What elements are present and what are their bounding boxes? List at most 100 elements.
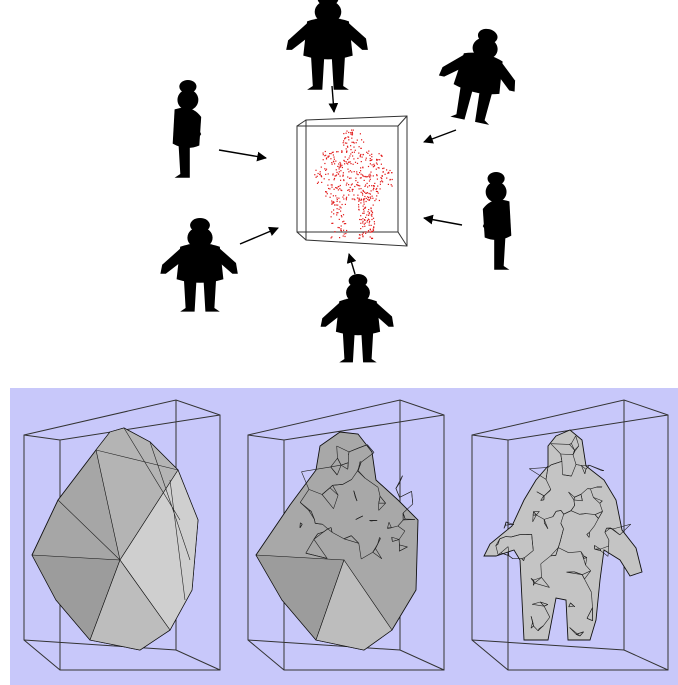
- mesh-edge: [559, 528, 564, 542]
- mesh-edge: [530, 616, 533, 622]
- cloud-point: [386, 177, 388, 179]
- cloud-point: [342, 174, 344, 176]
- cloud-point: [380, 177, 382, 179]
- mesh-edge: [348, 451, 350, 455]
- mesh-edge: [333, 495, 339, 509]
- cloud-point: [359, 172, 361, 174]
- cloud-point: [348, 194, 350, 196]
- mesh-edge: [387, 522, 390, 528]
- cloud-point: [373, 187, 375, 190]
- cloud-point: [342, 172, 344, 174]
- cloud-point: [327, 173, 329, 175]
- mesh-edge: [377, 537, 380, 545]
- cloud-point: [362, 189, 364, 191]
- cloud-point: [380, 154, 382, 156]
- mesh-edge: [348, 447, 359, 453]
- cloud-point: [367, 230, 370, 232]
- cloud-point: [330, 184, 332, 186]
- mesh-edge: [560, 453, 563, 462]
- arrow-bottom-left: [239, 226, 279, 245]
- cloud-point: [369, 220, 371, 222]
- cloud-point: [340, 207, 342, 209]
- mesh-edge: [533, 625, 539, 632]
- mesh-edge: [581, 574, 585, 580]
- cloud-point: [346, 229, 348, 232]
- center-box: [296, 115, 408, 247]
- mesh-edge: [529, 468, 547, 480]
- cloud-point: [325, 195, 327, 197]
- cloud-point: [333, 156, 335, 158]
- cloud-point: [368, 180, 371, 182]
- mesh-edge: [569, 444, 575, 451]
- cloud-point: [376, 191, 379, 193]
- cloud-point: [335, 187, 337, 189]
- mesh-edge: [619, 523, 632, 536]
- mesh-edge: [584, 469, 587, 474]
- mesh-edge: [353, 491, 356, 498]
- mesh-edge: [610, 527, 613, 530]
- cloud-point: [340, 189, 342, 191]
- mesh-edge: [322, 524, 328, 530]
- mesh-edge: [569, 627, 581, 637]
- cloud-point: [345, 184, 347, 186]
- mesh-edge: [586, 534, 590, 538]
- cloud-point: [366, 176, 368, 178]
- mesh-edge: [329, 487, 339, 496]
- mesh-edge: [505, 524, 510, 526]
- cloud-point: [377, 167, 379, 169]
- mesh-edge: [537, 625, 544, 632]
- cloud-point: [369, 163, 371, 165]
- mesh-edge: [582, 570, 591, 575]
- silhouette-left: [172, 79, 202, 178]
- cloud-point: [320, 166, 322, 168]
- mesh-edge: [531, 534, 533, 543]
- cloud-point: [359, 156, 361, 158]
- cloud-point: [368, 175, 370, 178]
- cloud-point: [367, 218, 369, 220]
- cloud-point: [343, 159, 345, 161]
- cloud-point: [364, 206, 367, 208]
- cloud-point: [356, 197, 359, 199]
- cloud-point: [353, 151, 355, 153]
- cloud-point: [336, 187, 338, 189]
- mesh-edge: [313, 539, 328, 559]
- mesh-edge: [586, 607, 593, 619]
- cloud-point: [326, 191, 328, 193]
- cloud-point: [356, 184, 358, 186]
- cloud-point: [359, 185, 361, 187]
- cloud-point: [328, 179, 330, 181]
- cloud-point: [369, 154, 371, 156]
- silhouette-bottom: [320, 274, 394, 363]
- cloud-point: [357, 157, 359, 159]
- cloud-point: [333, 209, 335, 211]
- mesh-edge: [301, 466, 331, 472]
- mesh-edge: [568, 605, 574, 608]
- cloud-point: [348, 157, 350, 159]
- stage-2-partial: [247, 399, 445, 671]
- mesh-edge: [327, 527, 332, 530]
- mesh-edge: [590, 486, 597, 490]
- cloud-point: [315, 169, 317, 171]
- mesh-edge: [570, 602, 575, 607]
- cloud-point: [360, 167, 362, 169]
- cloud-point: [339, 175, 341, 177]
- mesh-edge: [533, 582, 535, 586]
- cloud-point: [331, 163, 333, 165]
- cloud-point: [350, 145, 352, 147]
- mesh-edge: [375, 543, 378, 549]
- cloud-point: [381, 180, 383, 182]
- cloud-point: [364, 191, 366, 193]
- cloud-point: [383, 167, 385, 169]
- cloud-point: [329, 153, 331, 155]
- cloud-point: [360, 228, 362, 230]
- mesh-edge: [399, 546, 408, 552]
- cloud-point: [339, 164, 341, 166]
- cloud-point: [370, 214, 372, 216]
- mesh-edge: [579, 631, 584, 637]
- cloud-point: [344, 203, 346, 205]
- mesh-edge: [343, 538, 359, 544]
- cloud-point: [345, 161, 347, 163]
- cloud-point: [344, 235, 346, 238]
- cloud-point: [372, 185, 375, 187]
- mesh-edge: [585, 564, 591, 572]
